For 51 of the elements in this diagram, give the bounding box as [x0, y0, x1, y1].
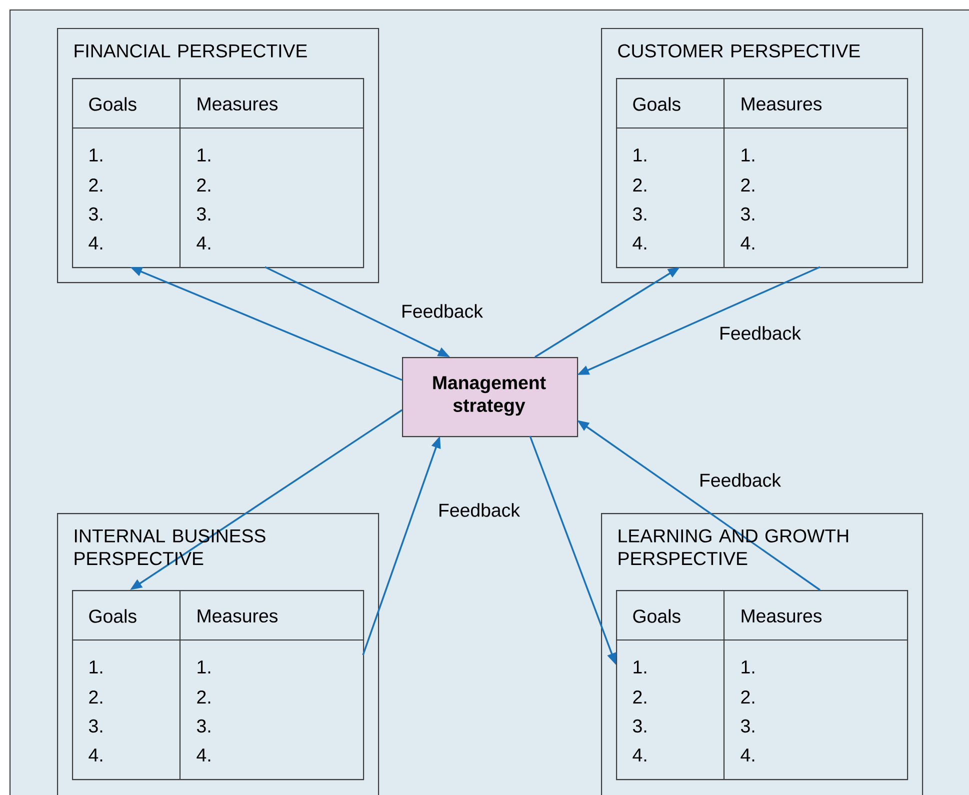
column-header: Goals [89, 97, 136, 111]
column-header: Goals [633, 609, 680, 623]
list-number: 2. [197, 178, 210, 192]
list-number: 4. [88, 236, 102, 250]
table [616, 590, 908, 780]
list-number: 2. [633, 178, 646, 192]
list-number: 2. [197, 690, 210, 704]
list-number: 2. [89, 690, 102, 704]
list-number: 3. [741, 207, 754, 221]
edge-label: Feedback [440, 503, 520, 517]
list-number: 4. [196, 236, 210, 250]
list-number: 3. [741, 719, 754, 733]
list-number: 1. [90, 660, 102, 674]
box-heading: FINANCIAL PERSPECTIVE [73, 44, 307, 62]
list-number: 1. [634, 148, 646, 162]
list-number: 4. [88, 748, 102, 762]
column-header: Measures [198, 98, 278, 111]
strategy-box: Management strategy [402, 357, 578, 438]
list-number: 2. [89, 178, 102, 192]
list-number: 3. [633, 207, 646, 221]
edge-label: Feedback [402, 304, 484, 318]
edge-label: Feedback [720, 326, 802, 340]
list-number: 3. [88, 719, 102, 733]
column-header: Goals [633, 97, 680, 111]
list-number: 3. [196, 207, 210, 221]
list-number: 1. [742, 660, 754, 674]
list-number: 1. [634, 660, 646, 674]
list-number: 3. [88, 207, 102, 221]
list-number: 1. [198, 148, 210, 162]
column-header: Measures [198, 610, 278, 623]
column-header: Goals [89, 609, 136, 623]
list-number: 1. [198, 660, 210, 674]
list-number: 3. [196, 719, 210, 733]
list-number: 2. [741, 690, 754, 704]
list-number: 3. [633, 719, 646, 733]
column-header: Measures [742, 610, 822, 623]
list-number: 1. [742, 148, 754, 162]
box-heading: CUSTOMER PERSPECTIVE [617, 44, 860, 62]
list-number: 4. [740, 236, 754, 250]
list-number: 2. [633, 690, 646, 704]
list-number: 1. [90, 148, 102, 162]
list-number: 4. [196, 748, 210, 762]
table [72, 78, 364, 268]
list-number: 2. [741, 178, 754, 192]
table [616, 78, 908, 268]
edge-label: Feedback [700, 473, 782, 487]
table [72, 590, 364, 780]
list-number: 4. [632, 236, 646, 250]
column-header: Measures [742, 98, 822, 111]
list-number: 4. [740, 748, 754, 762]
list-number: 4. [632, 748, 646, 762]
